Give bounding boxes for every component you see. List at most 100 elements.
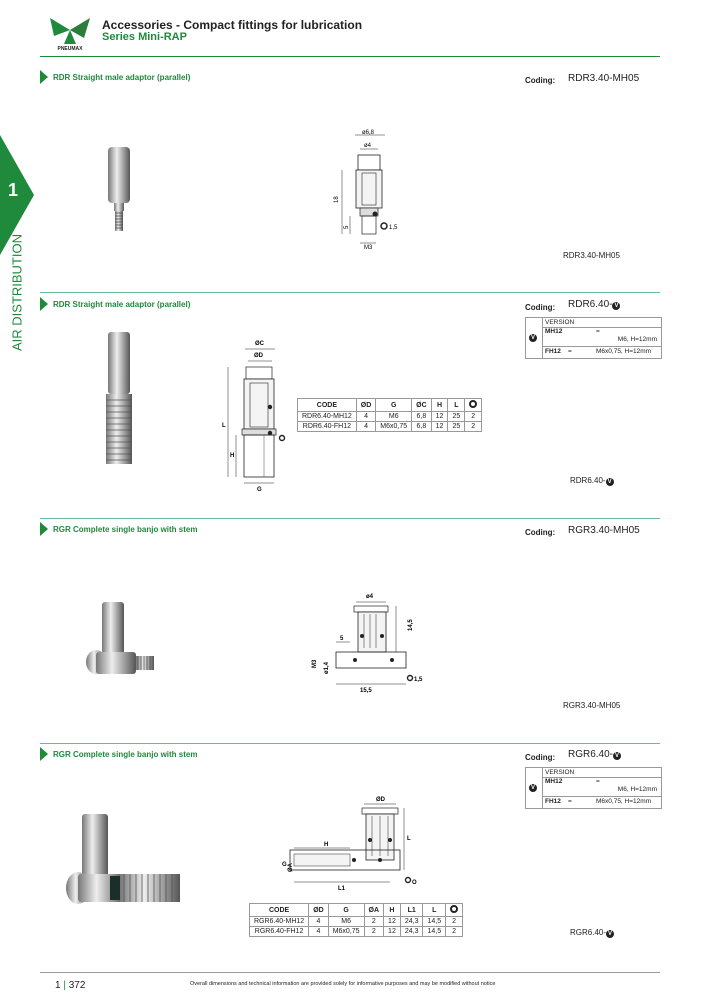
table-cell: 12	[430, 421, 449, 432]
table-cell: M6	[327, 916, 365, 927]
table-cell: 2	[464, 411, 483, 422]
svg-text:ØC: ØC	[255, 341, 265, 347]
table-cell: 12	[383, 926, 401, 937]
section-marker	[40, 522, 48, 536]
svg-text:ØD: ØD	[376, 797, 386, 803]
coding-value: RDR6.40-V	[568, 299, 621, 310]
column-header: ØC	[411, 398, 432, 412]
section-divider	[40, 743, 660, 744]
chapter-label: AIR DISTRIBUTION	[9, 234, 25, 352]
technical-drawing: ø4 5 14,5 M3 ø1,4 15,5 1,5	[300, 590, 430, 710]
table-header-row: CODE ØD G ØA H L1 L	[248, 903, 464, 917]
table-cell: 2	[464, 421, 483, 432]
column-header: CODE	[297, 398, 357, 412]
coding-label: Coding:	[525, 753, 556, 762]
column-header: ØA	[363, 903, 385, 917]
table-cell: 2	[363, 926, 385, 937]
svg-text:18: 18	[334, 196, 340, 203]
version-icon: V	[529, 334, 537, 342]
svg-text:L: L	[407, 836, 411, 842]
svg-text:M3: M3	[364, 245, 373, 251]
svg-text:5: 5	[340, 636, 344, 642]
version-marker-icon: V	[606, 930, 615, 938]
section-title: RDR Straight male adaptor (parallel)	[53, 300, 191, 309]
svg-text:5: 5	[344, 225, 350, 229]
coding-value: RGR6.40-V	[568, 749, 622, 760]
svg-text:ø1,4: ø1,4	[324, 661, 330, 674]
section-title: RGR Complete single banjo with stem	[53, 525, 198, 534]
column-header: G	[375, 398, 413, 412]
product-photo	[100, 145, 140, 240]
table-cell: 4	[308, 926, 329, 937]
table-row: RDR6.40-MH12 4 M6 6,8 12 25 2	[297, 411, 483, 422]
table-row: RGR6.40-MH12 4 M6 2 12 24,3 14,5 2	[248, 916, 464, 927]
figure-caption: RDR3.40-MH05	[563, 251, 620, 260]
footer-page-number: 372	[68, 980, 86, 991]
figure-caption: RDR6.40-V	[570, 476, 614, 486]
table-cell: 14,5	[422, 916, 447, 927]
svg-text:M3: M3	[312, 659, 318, 668]
coding-label: Coding:	[525, 528, 556, 537]
column-header: G	[327, 903, 365, 917]
version-table: V VERSION MH12 = M6, H=12mm FH12 = M6x0,…	[525, 317, 662, 359]
table-cell: RDR6.40-MH12	[297, 411, 357, 422]
table-cell: 24,3	[399, 916, 424, 927]
figure-caption: RGR6.40-V	[570, 928, 615, 938]
technical-drawing: ØC ØD L H G	[220, 335, 300, 500]
table-cell: 4	[308, 916, 329, 927]
version-header: VERSION	[545, 319, 575, 326]
coding-value: RDR3.40-MH05	[568, 73, 640, 84]
coding-label: Coding:	[525, 76, 556, 85]
table-cell: 14,5	[422, 926, 447, 937]
version-eq: =	[596, 778, 600, 785]
column-header: H	[430, 398, 449, 412]
table-cell: 2	[445, 926, 464, 937]
table-cell: RGR6.40-MH12	[248, 916, 310, 927]
table-cell: M6	[375, 411, 413, 422]
column-header: CODE	[248, 903, 310, 917]
figure-caption: RGR3.40-MH05	[563, 701, 621, 710]
version-desc: M6x0,75, H=12mm	[596, 348, 652, 355]
section-marker	[40, 747, 48, 761]
technical-drawing: ØD H L G ØA L1 O	[280, 792, 420, 907]
svg-text:ø6,8: ø6,8	[362, 130, 375, 136]
o-ring-icon	[445, 903, 464, 917]
version-marker-icon: V	[605, 478, 614, 486]
table-cell: 4	[355, 411, 377, 422]
product-photo	[100, 330, 140, 475]
svg-text:H: H	[230, 453, 234, 459]
table-cell: M6x0,75	[327, 926, 365, 937]
version-code: MH12	[545, 778, 563, 785]
column-header: ØD	[308, 903, 329, 917]
section-marker	[40, 297, 48, 311]
section-title: RGR Complete single banjo with stem	[53, 750, 198, 759]
chapter-number: 1	[8, 180, 19, 200]
column-header: H	[383, 903, 401, 917]
pneumax-logo: PNEUMAX	[44, 14, 96, 52]
svg-text:ø4: ø4	[364, 143, 372, 149]
version-desc: M6, H=12mm	[617, 336, 657, 343]
svg-text:14,5: 14,5	[408, 619, 414, 631]
table-cell: 2	[363, 916, 385, 927]
spec-table: CODE ØD G ØC H L RDR6.40-MH12 4 M6 6,8 1…	[297, 398, 483, 432]
table-row: RDR6.40-FH12 4 M6x0,75 6,8 12 25 2	[297, 421, 483, 432]
section-marker	[40, 70, 48, 84]
table-row: RGR6.40-FH12 4 M6x0,75 2 12 24,3 14,5 2	[248, 926, 464, 937]
svg-text:G: G	[282, 862, 287, 868]
svg-text:ØA: ØA	[288, 862, 294, 872]
column-header: L	[422, 903, 447, 917]
svg-text:1,5: 1,5	[414, 677, 423, 683]
column-header: ØD	[355, 398, 377, 412]
table-cell: 6,8	[411, 421, 432, 432]
table-cell: 12	[383, 916, 401, 927]
footer-divider	[40, 972, 660, 973]
version-marker-icon: V	[613, 752, 622, 760]
table-cell: RDR6.40-FH12	[297, 421, 357, 432]
table-cell: 24,3	[399, 926, 424, 937]
svg-text:1,5: 1,5	[389, 225, 398, 231]
table-cell: 2	[445, 916, 464, 927]
footer-disclaimer: Overall dimensions and technical informa…	[190, 981, 496, 987]
table-cell: 25	[447, 421, 466, 432]
version-header: VERSION	[545, 769, 575, 776]
version-eq: =	[596, 328, 600, 335]
